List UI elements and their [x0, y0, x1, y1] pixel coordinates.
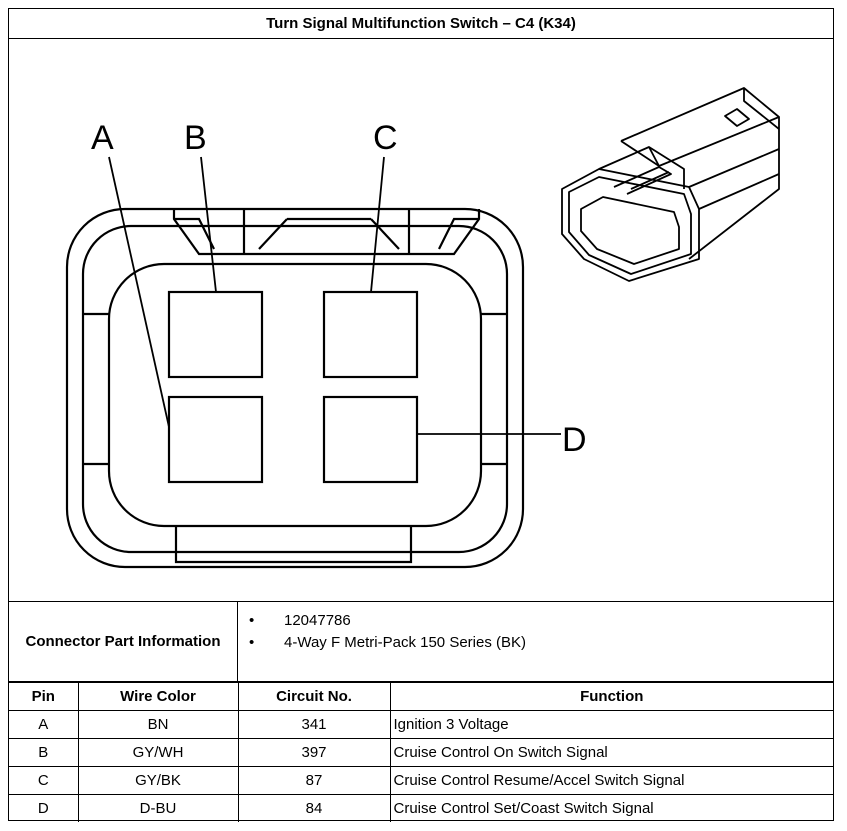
connector-info-list: 12047786 4-Way F Metri-Pack 150 Series (… — [238, 602, 833, 689]
pin-label-B: B — [184, 119, 207, 157]
connector-face-diagram: A B C D — [65, 87, 780, 569]
top-latch — [172, 209, 481, 256]
connector-info-item: 4-Way F Metri-Pack 150 Series (BK) — [249, 632, 833, 654]
cell-wire-color: GY/BK — [77, 766, 239, 795]
bottom-key — [174, 526, 413, 564]
cell-wire-color: GY/WH — [77, 738, 239, 767]
header-circuit-no: Circuit No. — [237, 682, 391, 711]
leader-A — [108, 156, 170, 428]
cell-pin: A — [9, 710, 79, 739]
cell-circuit: 341 — [237, 710, 391, 739]
cell-circuit: 84 — [237, 794, 391, 822]
pinout-table: Pin Wire Color Circuit No. Function A BN… — [9, 682, 833, 822]
table-row: B GY/WH 397 Cruise Control On Switch Sig… — [9, 738, 833, 767]
connector-info-label: Connector Part Information — [9, 602, 238, 681]
left-rib — [83, 312, 109, 466]
header-wire-color: Wire Color — [77, 682, 239, 711]
cell-function: Cruise Control On Switch Signal — [389, 738, 833, 767]
cavity-wall — [107, 262, 483, 528]
cell-circuit: 87 — [237, 766, 391, 795]
header-pin: Pin — [9, 682, 79, 711]
cell-circuit: 397 — [237, 738, 391, 767]
housing-inner — [81, 224, 509, 554]
cell-wire-color: BN — [77, 710, 239, 739]
connector-part-information: Connector Part Information 12047786 4-Wa… — [9, 601, 833, 682]
cell-pin: D — [9, 794, 79, 822]
pin-label-A: A — [91, 119, 114, 157]
cell-function: Cruise Control Set/Coast Switch Signal — [389, 794, 833, 822]
pin-label-D: D — [562, 421, 587, 459]
cavity-A — [167, 395, 264, 484]
page-title: Turn Signal Multifunction Switch – C4 (K… — [9, 9, 833, 39]
cell-pin: C — [9, 766, 79, 795]
leader-B — [200, 156, 217, 293]
header-function: Function — [389, 682, 833, 711]
cell-pin: B — [9, 738, 79, 767]
table-row: C GY/BK 87 Cruise Control Resume/Accel S… — [9, 766, 833, 795]
connector-sheet: Turn Signal Multifunction Switch – C4 (K… — [8, 8, 834, 822]
cell-function: Ignition 3 Voltage — [389, 710, 833, 739]
connector-isometric-view — [561, 87, 780, 282]
leader-C — [370, 156, 385, 293]
connector-info-item: 12047786 — [249, 610, 833, 632]
housing-outer — [65, 207, 525, 569]
table-row: A BN 341 Ignition 3 Voltage — [9, 710, 833, 739]
table-header-row: Pin Wire Color Circuit No. Function — [9, 682, 833, 711]
cavity-B — [167, 290, 264, 379]
cell-wire-color: D-BU — [77, 794, 239, 822]
table-row: D D-BU 84 Cruise Control Set/Coast Switc… — [9, 794, 833, 822]
pin-label-C: C — [373, 119, 398, 157]
right-rib — [481, 312, 507, 466]
cell-function: Cruise Control Resume/Accel Switch Signa… — [389, 766, 833, 795]
cavity-D — [322, 395, 419, 484]
cavity-C — [322, 290, 419, 379]
